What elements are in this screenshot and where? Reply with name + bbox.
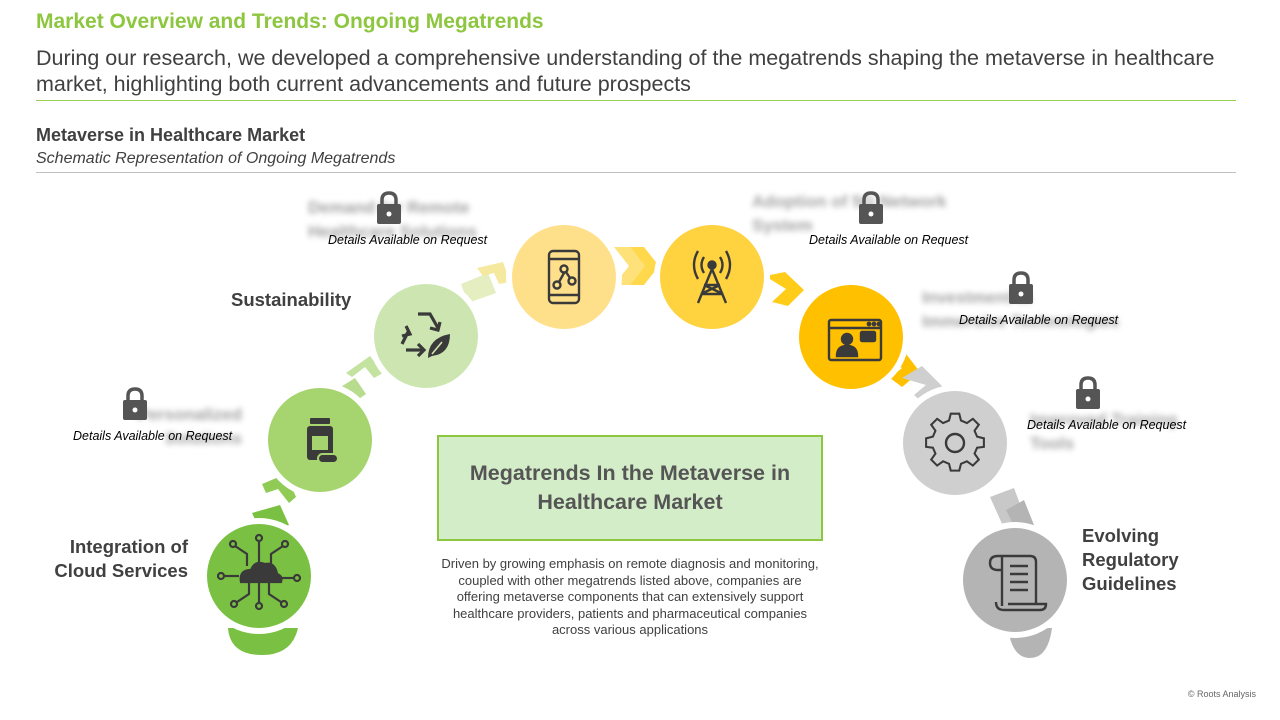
lock-caption: Details Available on Request xyxy=(73,429,233,443)
trend-circle xyxy=(903,391,1007,495)
recycle-leaf-icon xyxy=(400,312,450,358)
slide-title: Market Overview and Trends: Ongoing Mega… xyxy=(36,10,544,33)
lock-caption: Details Available on Request xyxy=(328,233,488,247)
section-subtitle: Schematic Representation of Ongoing Mega… xyxy=(36,150,396,167)
chevron-arrow xyxy=(630,247,659,285)
lock-caption: Details Available on Request xyxy=(959,313,1119,327)
trend-circle xyxy=(374,284,478,388)
arc-tail-left xyxy=(228,628,298,655)
chevron-arrow xyxy=(346,356,383,378)
trend-circle xyxy=(963,528,1067,632)
copyright: © Roots Analysis xyxy=(1187,689,1256,699)
cloud-network-icon xyxy=(216,533,302,611)
trend-label-regulatory-guidelines: Evolving Regulatory Guidelines xyxy=(1082,525,1179,594)
trend-circle xyxy=(512,225,616,329)
section-title: Metaverse in Healthcare Market xyxy=(36,125,306,145)
video-consult-icon xyxy=(827,318,883,362)
chevron-arrow xyxy=(461,273,496,303)
trend-label-sustainability: Sustainability xyxy=(231,289,352,310)
lock-caption: Details Available on Request xyxy=(809,233,969,247)
trend-circle xyxy=(660,225,764,329)
lock-icon xyxy=(123,387,147,420)
lock-icon xyxy=(377,191,401,224)
chevron-arrow xyxy=(477,262,510,284)
lock-icon xyxy=(1076,376,1100,409)
trend-label-cloud-services: Integration of Cloud Services xyxy=(54,536,188,581)
lock-icon xyxy=(859,191,883,224)
smartphone-network-icon xyxy=(547,249,581,305)
gear-icon xyxy=(925,412,985,472)
center-megatrends-box: Megatrends In the Metaverse in Healthcar… xyxy=(437,435,823,541)
center-title: Megatrends In the Metaverse in Healthcar… xyxy=(469,461,791,514)
slide-subtitle: During our research, we developed a comp… xyxy=(36,46,1215,96)
center-description: Driven by growing emphasis on remote dia… xyxy=(441,556,819,637)
title-divider xyxy=(36,100,1236,101)
scroll-icon xyxy=(988,554,1048,612)
section-divider xyxy=(36,172,1236,173)
lock-icon xyxy=(1009,271,1033,304)
pill-bottle-icon xyxy=(307,418,339,464)
chevron-arrow xyxy=(765,272,804,306)
antenna-tower-icon xyxy=(692,250,732,304)
lock-caption: Details Available on Request xyxy=(1027,418,1187,432)
